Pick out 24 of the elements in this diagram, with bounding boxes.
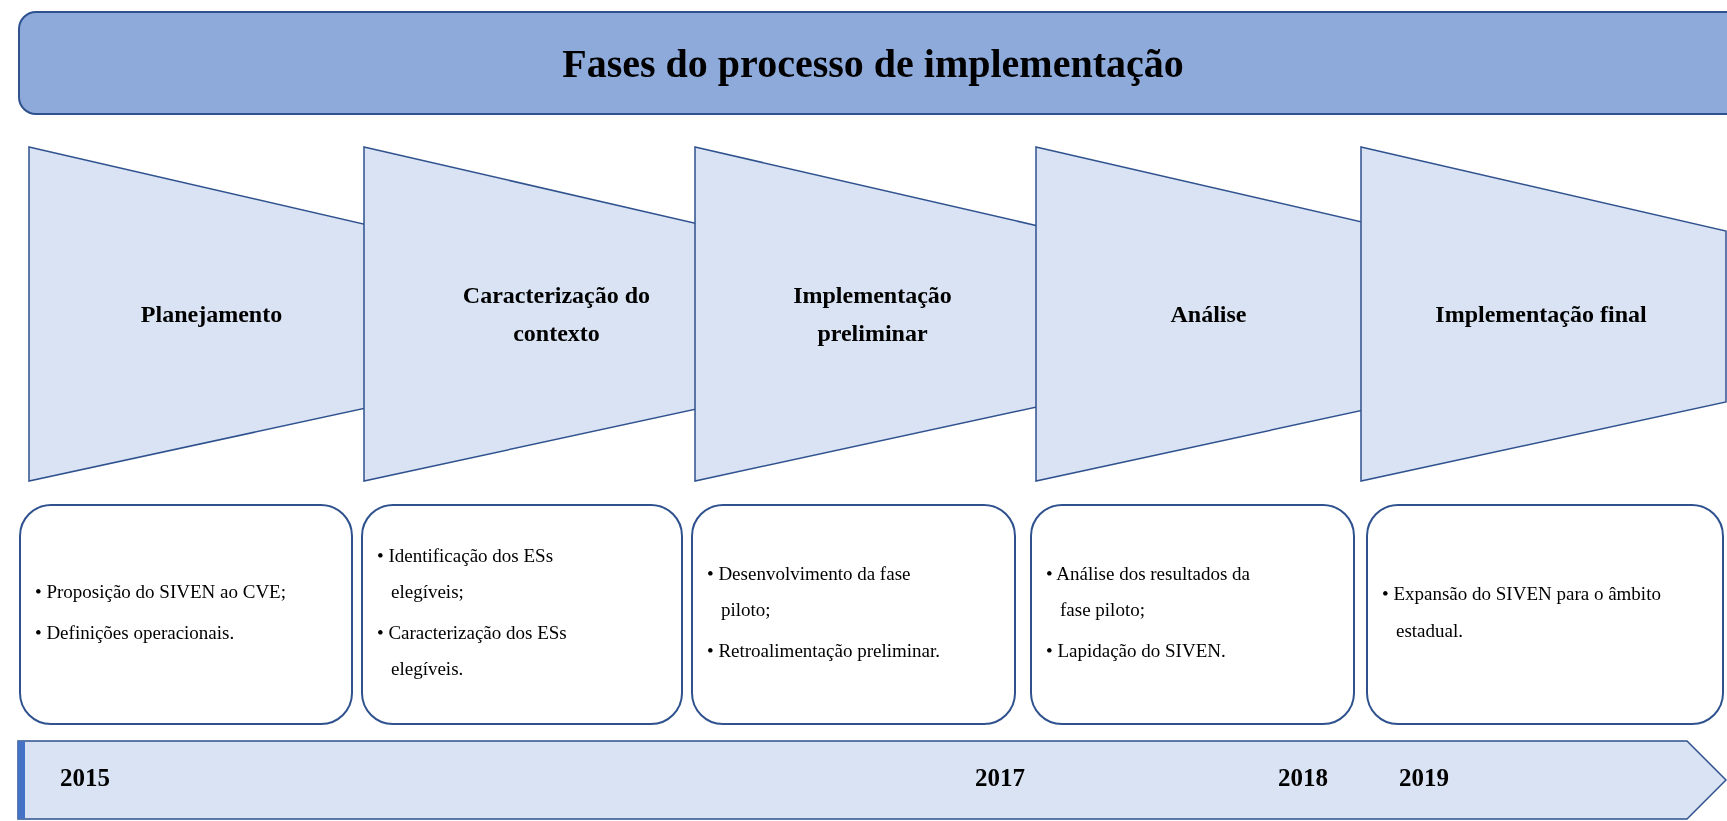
bullet-item: • Lapidação do SIVEN. — [1046, 638, 1227, 663]
diagram-title: Fases do processo de implementação — [562, 39, 1184, 87]
bullet-item: • Definições operacionais. — [35, 620, 236, 645]
description-card — [361, 504, 683, 725]
year-label: 2017 — [975, 764, 1025, 792]
bullet-item: • Análise dos resultados da fase piloto; — [1046, 562, 1251, 623]
phase-title: Caracterização do contexto — [461, 280, 652, 348]
description-card — [1366, 504, 1724, 725]
year-label: 2019 — [1399, 764, 1449, 792]
description-card — [1030, 504, 1355, 725]
description-card — [691, 504, 1016, 725]
bullet-item: • Identificação dos ESs elegíveis; — [377, 544, 555, 605]
bullet-item: • Retroalimentação preliminar. — [707, 638, 941, 663]
bullet-item: • Expansão do SIVEN para o âmbito estadual. — [1382, 582, 1662, 643]
phase-title: Análise — [1170, 299, 1247, 329]
year-label: 2015 — [60, 764, 110, 792]
bullet-item: • Desenvolvimento da fase piloto; — [707, 562, 912, 623]
year-label: 2018 — [1278, 764, 1328, 792]
bullet-item: • Proposição do SIVEN ao CVE; — [35, 580, 286, 605]
phase-title: Implementação final — [1435, 299, 1647, 329]
phase-title: Planejamento — [140, 299, 283, 329]
description-card — [19, 504, 353, 725]
phase-title: Implementação preliminar — [792, 280, 953, 348]
bullet-item: • Caracterização dos ESs elegíveis. — [377, 620, 568, 681]
